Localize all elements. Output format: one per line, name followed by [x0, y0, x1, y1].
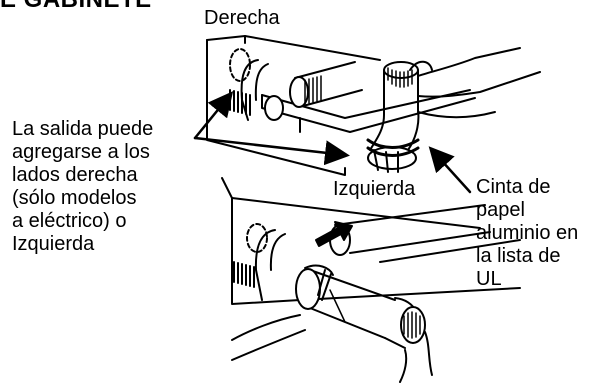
hands-top	[409, 47, 541, 119]
side-duct	[295, 264, 426, 349]
label-right-side: Derecha	[204, 7, 280, 29]
vent-grille-bottom	[233, 261, 255, 288]
bottom-cabinet-illustration	[221, 177, 521, 383]
hands-bottom	[231, 314, 433, 383]
label-foil-tape: Cinta de papel aluminio en la lista de U…	[476, 176, 579, 290]
top-cabinet-illustration	[206, 35, 541, 176]
callout-lines	[193, 91, 472, 194]
label-left-side: Izquierda	[333, 178, 416, 200]
label-exhaust-note: La salida puede agregarse a los lados de…	[12, 118, 154, 255]
header-title: E GABINETE	[0, 0, 152, 12]
elbow-duct	[366, 61, 420, 173]
vent-grille	[229, 89, 251, 116]
push-direction-arrow	[315, 221, 353, 247]
duct-ribbing	[304, 75, 322, 105]
